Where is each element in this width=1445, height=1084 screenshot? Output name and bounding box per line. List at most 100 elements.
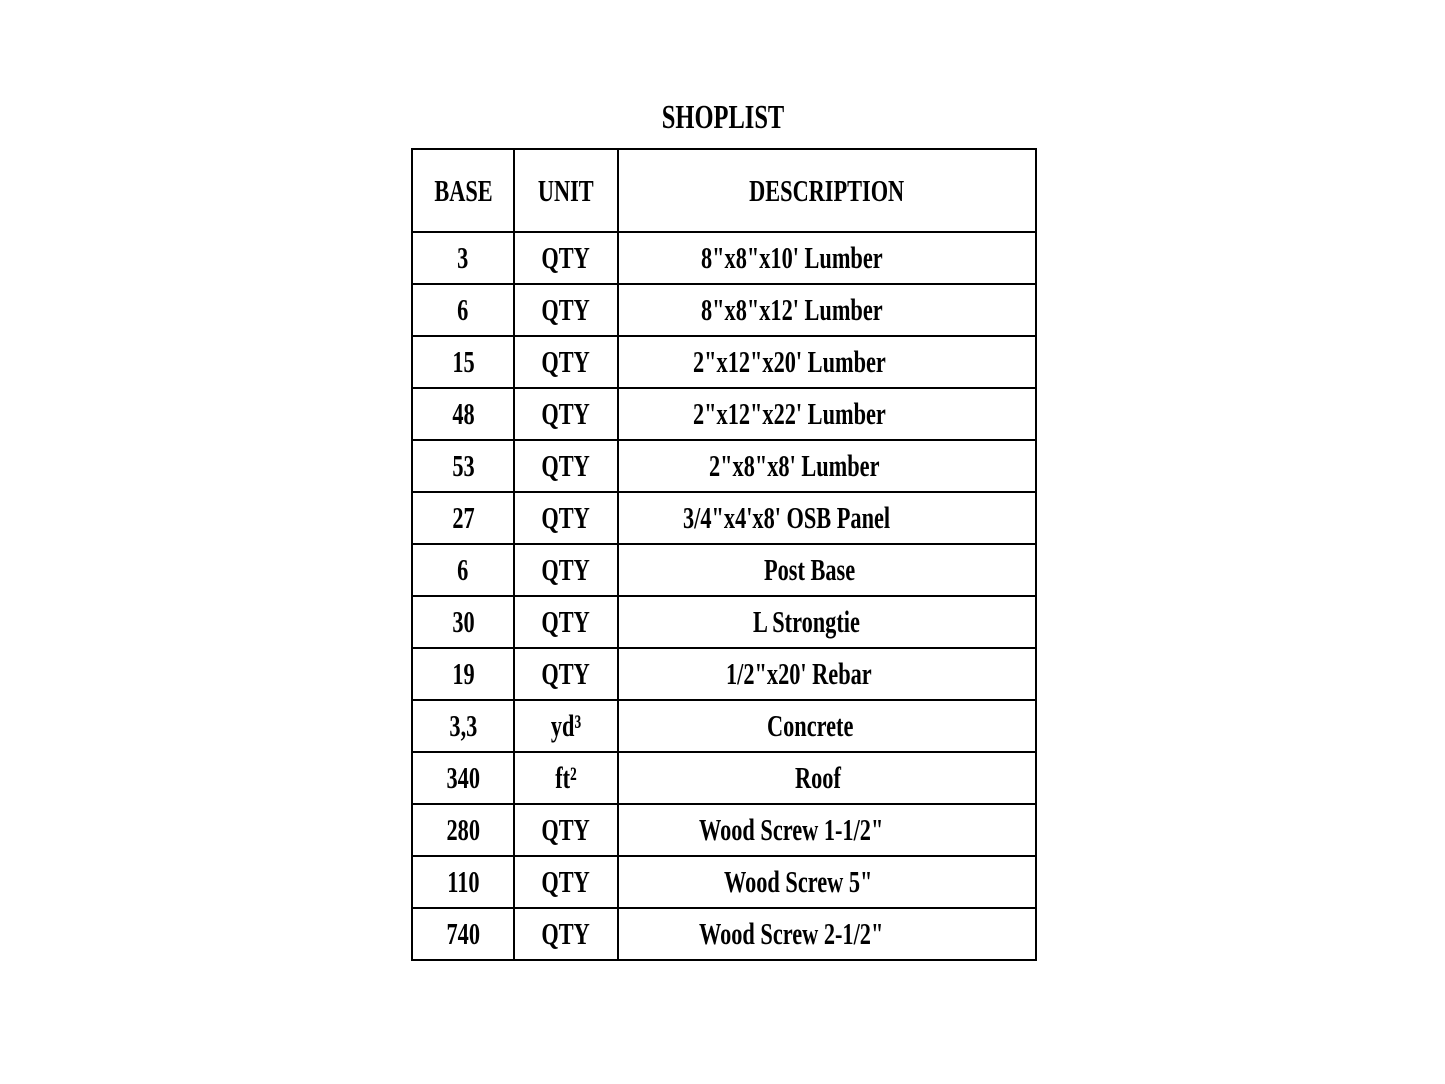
table-row: 340 ft² Roof — [411, 751, 1037, 805]
header-description: DESCRIPTION — [617, 148, 1037, 233]
unit-cell: QTY — [513, 283, 619, 337]
description-cell: Wood Screw 2-1/2" — [617, 907, 1037, 961]
description-cell: Post Base — [617, 543, 1037, 597]
header-unit: UNIT — [513, 148, 619, 233]
base-cell: 15 — [411, 335, 515, 389]
header-row: BASE UNIT DESCRIPTION — [411, 148, 1037, 233]
description-value: 2"x12"x20' Lumber — [693, 344, 886, 379]
description-cell: 3/4"x4'x8' OSB Panel — [617, 491, 1037, 545]
description-value: 3/4"x4'x8' OSB Panel — [683, 500, 891, 535]
description-value: Roof — [795, 760, 842, 795]
description-value: Post Base — [763, 552, 855, 587]
unit-cell: QTY — [513, 907, 619, 961]
description-value: 8"x8"x12' Lumber — [700, 292, 883, 327]
unit-value: QTY — [541, 552, 591, 587]
unit-cell: QTY — [513, 647, 619, 701]
table-row: 740 QTY Wood Screw 2-1/2" — [411, 907, 1037, 961]
description-value: 2"x12"x22' Lumber — [693, 396, 886, 431]
base-value: 15 — [451, 344, 475, 379]
base-cell: 280 — [411, 803, 515, 857]
shoplist-table: BASE UNIT DESCRIPTION 3 QTY 8"x8"x10' Lu… — [411, 148, 1037, 961]
unit-cell: QTY — [513, 543, 619, 597]
table-row: 48 QTY 2"x12"x22' Lumber — [411, 387, 1037, 441]
description-cell: 1/2"x20' Rebar — [617, 647, 1037, 701]
base-cell: 27 — [411, 491, 515, 545]
base-value: 30 — [451, 604, 475, 639]
unit-value: QTY — [541, 448, 591, 483]
unit-value: QTY — [541, 812, 591, 847]
description-value: L Strongtie — [752, 604, 860, 639]
description-cell: Roof — [617, 751, 1037, 805]
unit-cell: yd³ — [513, 699, 619, 753]
unit-value: QTY — [541, 500, 591, 535]
unit-cell: QTY — [513, 595, 619, 649]
unit-cell: QTY — [513, 387, 619, 441]
base-value: 340 — [446, 760, 480, 795]
base-cell: 3,3 — [411, 699, 515, 753]
base-cell: 110 — [411, 855, 515, 909]
base-value: 3,3 — [449, 708, 477, 743]
unit-cell: QTY — [513, 439, 619, 493]
unit-value: QTY — [541, 656, 591, 691]
unit-cell: QTY — [513, 803, 619, 857]
description-cell: Wood Screw 1-1/2" — [617, 803, 1037, 857]
base-value: 110 — [446, 864, 480, 899]
unit-value: QTY — [541, 916, 591, 951]
page-title: SHOPLIST — [411, 101, 1035, 135]
base-value: 280 — [446, 812, 480, 847]
table-row: 27 QTY 3/4"x4'x8' OSB Panel — [411, 491, 1037, 545]
base-cell: 48 — [411, 387, 515, 441]
unit-cell: QTY — [513, 231, 619, 285]
description-cell: Concrete — [617, 699, 1037, 753]
base-cell: 6 — [411, 283, 515, 337]
description-value: Wood Screw 2-1/2" — [698, 916, 884, 951]
header-description-label: DESCRIPTION — [749, 172, 905, 208]
base-value: 19 — [451, 656, 475, 691]
description-cell: 8"x8"x12' Lumber — [617, 283, 1037, 337]
description-cell: 2"x12"x22' Lumber — [617, 387, 1037, 441]
base-cell: 30 — [411, 595, 515, 649]
unit-value: QTY — [541, 240, 591, 275]
base-cell: 3 — [411, 231, 515, 285]
unit-value: QTY — [541, 604, 591, 639]
unit-value: QTY — [541, 344, 591, 379]
unit-cell: QTY — [513, 491, 619, 545]
table-row: 53 QTY 2"x8"x8' Lumber — [411, 439, 1037, 493]
description-cell: 2"x8"x8' Lumber — [617, 439, 1037, 493]
unit-value: QTY — [541, 396, 591, 431]
header-base-label: BASE — [433, 172, 493, 208]
unit-cell: QTY — [513, 855, 619, 909]
unit-value: QTY — [541, 292, 591, 327]
table-row: 110 QTY Wood Screw 5" — [411, 855, 1037, 909]
description-value: Wood Screw 5" — [723, 864, 873, 899]
base-value: 740 — [446, 916, 480, 951]
base-value: 27 — [451, 500, 475, 535]
page-title-text: SHOPLIST — [661, 99, 785, 136]
base-value: 6 — [457, 552, 469, 587]
base-cell: 340 — [411, 751, 515, 805]
base-value: 3 — [457, 240, 469, 275]
table-row: 3 QTY 8"x8"x10' Lumber — [411, 231, 1037, 285]
description-value: 1/2"x20' Rebar — [725, 656, 872, 691]
table-row: 280 QTY Wood Screw 1-1/2" — [411, 803, 1037, 857]
base-value: 53 — [451, 448, 475, 483]
description-cell: Wood Screw 5" — [617, 855, 1037, 909]
description-cell: L Strongtie — [617, 595, 1037, 649]
unit-cell: ft² — [513, 751, 619, 805]
table-body: 3 QTY 8"x8"x10' Lumber 6 QTY 8"x8"x12' L… — [411, 231, 1037, 961]
header-unit-label: UNIT — [538, 172, 594, 208]
description-cell: 2"x12"x20' Lumber — [617, 335, 1037, 389]
header-base: BASE — [411, 148, 515, 233]
unit-value: QTY — [541, 864, 591, 899]
table-row: 6 QTY 8"x8"x12' Lumber — [411, 283, 1037, 337]
unit-cell: QTY — [513, 335, 619, 389]
table-row: 19 QTY 1/2"x20' Rebar — [411, 647, 1037, 701]
description-value: Wood Screw 1-1/2" — [698, 812, 884, 847]
base-cell: 6 — [411, 543, 515, 597]
description-value: Concrete — [767, 708, 854, 743]
table-row: 3,3 yd³ Concrete — [411, 699, 1037, 753]
table-row: 6 QTY Post Base — [411, 543, 1037, 597]
unit-value: yd³ — [550, 708, 582, 743]
description-value: 8"x8"x10' Lumber — [700, 240, 883, 275]
